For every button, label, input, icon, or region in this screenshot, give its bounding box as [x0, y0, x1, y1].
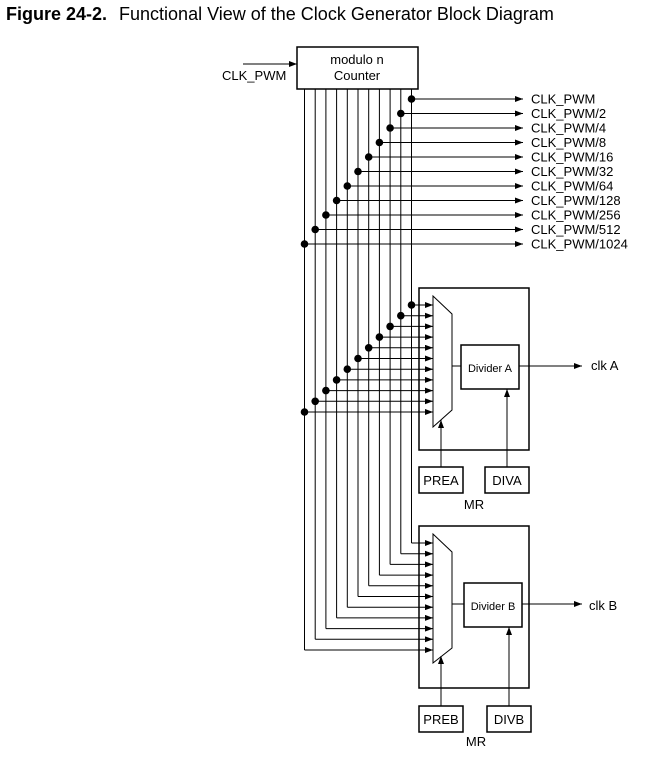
junction-dot: [375, 333, 384, 341]
junction-dot: [343, 182, 352, 190]
figure-number: Figure 24-2.: [6, 4, 108, 24]
junction-dot: [375, 138, 384, 147]
counter-label-line2: Counter: [334, 68, 381, 83]
mux-a: [432, 294, 453, 429]
junction-dot: [364, 153, 373, 161]
output-label: CLK_PWM/64: [531, 179, 613, 194]
output-label: CLK_PWM/256: [531, 208, 621, 223]
divider-a-box: [460, 344, 520, 390]
output-label: CLK_PWM/128: [531, 193, 621, 208]
junction-dot: [397, 311, 405, 320]
divider-a-label: Divider A: [468, 363, 513, 375]
preb-label: PREB: [423, 712, 458, 727]
counter-box: [296, 46, 419, 90]
divider-b-label: Divider B: [471, 601, 516, 613]
junction-dot: [407, 301, 416, 309]
output-label: CLK_PWM: [531, 92, 595, 107]
junction-dot: [300, 240, 309, 248]
junction-dot: [322, 386, 330, 395]
output-label: CLK_PWM/512: [531, 222, 621, 237]
clk-b-label: clk B: [589, 598, 617, 613]
clk-a-label: clk A: [591, 358, 619, 373]
counter-label-line1: modulo n: [330, 52, 383, 67]
figure-caption: Figure 24-2. Functional View of the Clock…: [6, 4, 554, 25]
output-label: CLK_PWM/16: [531, 150, 613, 165]
mr-b-label: MR: [466, 734, 486, 749]
counter-output-bus: CLK_PWMCLK_PWM/2CLK_PWM/4CLK_PWM/8CLK_PW…: [300, 89, 628, 653]
junction-dot: [354, 167, 362, 176]
output-label: CLK_PWM/4: [531, 121, 606, 136]
output-label: CLK_PWM/32: [531, 164, 613, 179]
input-label: CLK_PWM: [222, 68, 286, 83]
divider-b-box: [463, 582, 523, 628]
junction-dot: [322, 211, 330, 219]
junction-dot: [386, 124, 394, 132]
junction-dot: [311, 225, 320, 234]
junction-dot: [300, 408, 309, 416]
channel-b-box: [418, 525, 530, 689]
junction-dot: [332, 196, 341, 205]
mux-b: [432, 532, 453, 665]
junction-dot: [343, 365, 352, 374]
junction-dot: [364, 344, 373, 352]
junction-dot: [386, 322, 394, 331]
figure-title: Functional View of the Clock Generator B…: [119, 4, 554, 24]
junction-dot: [332, 376, 341, 384]
output-label: CLK_PWM/1024: [531, 237, 628, 252]
junction-dot: [354, 354, 362, 363]
prea-label: PREA: [423, 473, 459, 488]
junction-dot: [407, 95, 416, 103]
output-label: CLK_PWM/2: [531, 106, 606, 121]
output-label: CLK_PWM/8: [531, 135, 606, 150]
junction-dot: [311, 397, 320, 406]
channel-a-box: [418, 287, 530, 451]
divb-label: DIVB: [494, 712, 524, 727]
diva-label: DIVA: [492, 473, 522, 488]
junction-dot: [397, 109, 405, 118]
mr-a-label: MR: [464, 497, 484, 512]
